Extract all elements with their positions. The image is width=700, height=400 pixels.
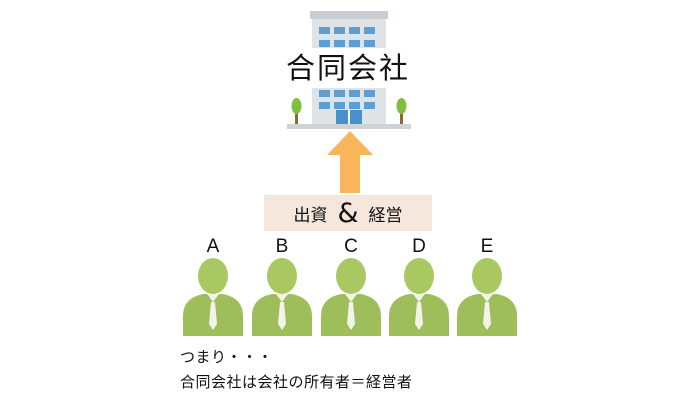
person-icon: [457, 258, 517, 336]
note-line-1: つまり・・・: [180, 348, 274, 366]
member-label-c: C: [344, 236, 358, 257]
person-icon: [183, 258, 243, 336]
person-icon: [252, 258, 312, 336]
note-line-2: 合同会社は会社の所有者＝経営者: [180, 373, 413, 391]
member-label-d: D: [412, 236, 426, 257]
member-label-e: E: [480, 236, 494, 257]
up-arrow-icon: [327, 131, 373, 193]
member-label-b: B: [275, 236, 289, 257]
member-label-a: A: [206, 236, 220, 257]
invest-text: 出資: [293, 205, 328, 226]
ampersand: &: [337, 197, 359, 229]
company-name: 合同会社: [282, 48, 432, 88]
person-icon: [389, 258, 449, 336]
manage-text: 経営: [368, 205, 403, 226]
invest-manage-label: 出資 & 経営: [264, 195, 432, 231]
person-icon: [321, 258, 381, 336]
